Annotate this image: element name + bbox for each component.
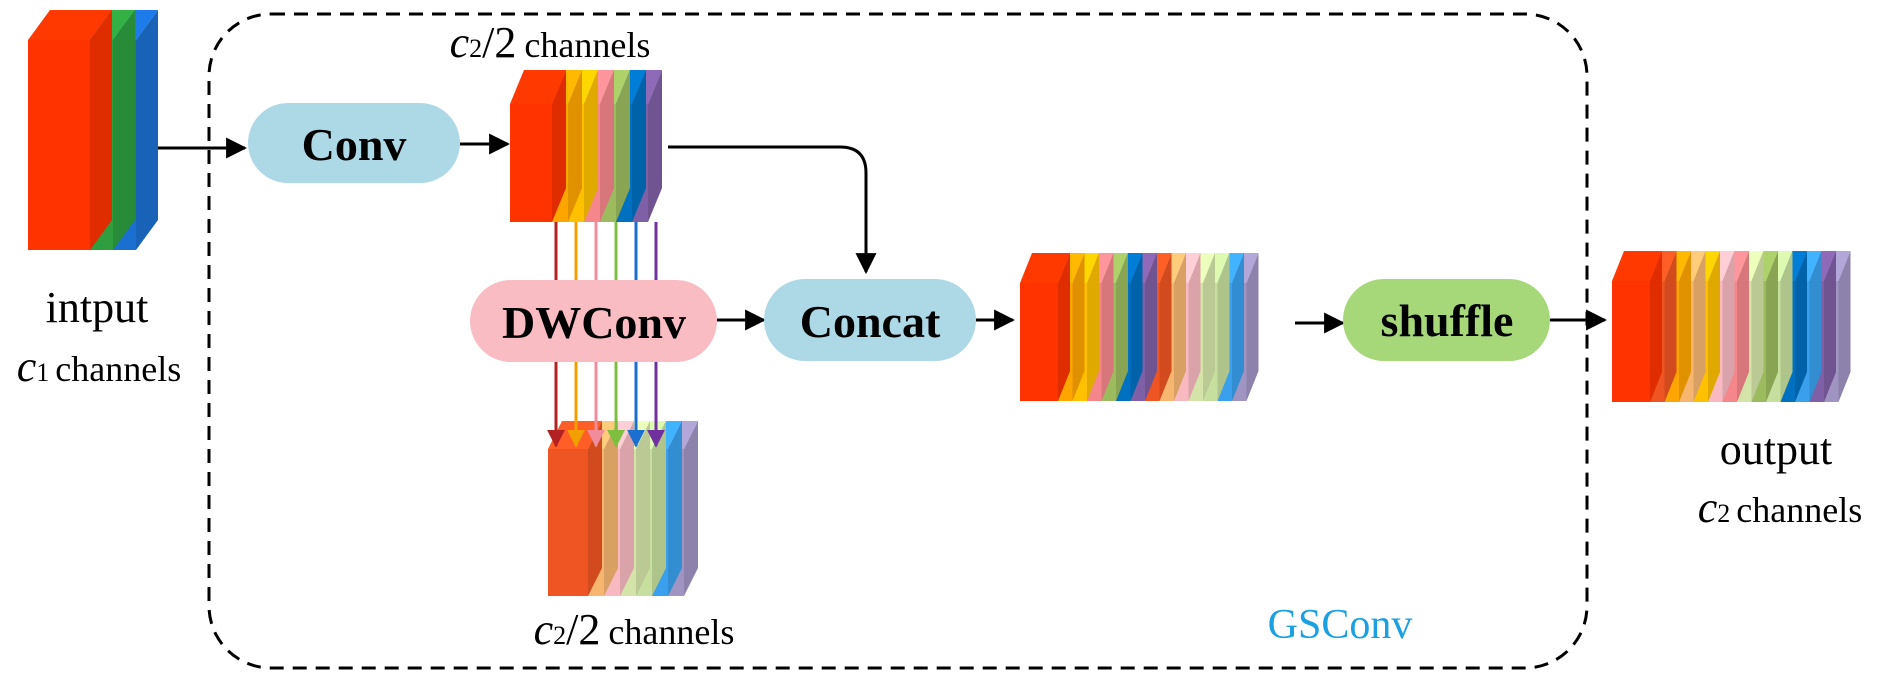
channel-slice-side (568, 70, 582, 222)
conv-output-subscript: 2 (469, 34, 482, 63)
channel-slice-side (1130, 253, 1143, 401)
channel-slice-side (1737, 251, 1749, 402)
channel-slice-front (548, 449, 588, 596)
channel-slice-side (1159, 253, 1172, 401)
channel-slice-side (620, 421, 634, 596)
channel-slice-top (510, 70, 566, 104)
channel-slice-side (1766, 251, 1778, 402)
channel-slice-side (1838, 251, 1851, 402)
channel-slice (548, 421, 602, 596)
channel-slice-top (28, 10, 112, 40)
channel-slice-side (600, 70, 614, 222)
channel-slice (1020, 253, 1070, 401)
output-channels-subscript: 2 (1717, 499, 1730, 528)
channel-slice-front (1612, 281, 1650, 402)
channel-slice-side (1203, 253, 1215, 401)
dwconv-label: DWConv (502, 297, 686, 348)
channel-slice-top (1020, 253, 1070, 283)
shuffle-node: shuffle (1343, 279, 1550, 361)
concat-node: Concat (764, 279, 976, 361)
channel-slice-front (510, 104, 552, 222)
input-title: intput (46, 283, 149, 332)
dwconv-node: DWConv (470, 280, 717, 362)
channel-slice (510, 70, 566, 222)
output-channels-suffix: channels (1736, 490, 1862, 530)
gsconv-module-label: GSConv (1268, 602, 1413, 648)
concat-output-feature-map (1020, 253, 1259, 401)
conv-label: Conv (302, 119, 407, 170)
dwconv-output-ratio: /2 (566, 605, 600, 654)
dwconv-output-symbol: c (534, 605, 554, 654)
channel-slice-side (648, 70, 662, 222)
concat-label: Concat (800, 296, 941, 347)
channel-slice-side (684, 421, 698, 596)
channel-slice-side (1087, 253, 1099, 401)
channel-slice-side (632, 70, 646, 222)
channel-slice-side (636, 421, 650, 596)
channel-slice-side (552, 70, 566, 222)
feature-to-concat-arrow (668, 145, 877, 275)
channel-slice (28, 10, 112, 250)
dwconv-output-suffix: channels (608, 612, 734, 652)
channel-slice-side (652, 421, 666, 596)
channel-slice-side (616, 70, 630, 222)
channel-slice-side (584, 70, 598, 222)
conv-output-feature-map (510, 70, 662, 222)
input-feature-map (28, 10, 158, 250)
channel-slice-side (1650, 251, 1662, 402)
channel-slice-side (604, 421, 618, 596)
channel-slice-side (1708, 251, 1720, 402)
conv-node: Conv (248, 103, 460, 183)
channel-slice-side (1751, 251, 1764, 402)
channel-slice-side (113, 10, 135, 250)
channel-slice-side (1795, 251, 1807, 402)
channel-slice-side (588, 421, 602, 596)
channel-slice-side (1174, 253, 1186, 401)
channel-slice-side (668, 421, 682, 596)
channel-slice-side (1246, 253, 1259, 401)
input-channels-symbol: c (17, 342, 37, 391)
conv-output-suffix: channels (524, 25, 650, 65)
channel-slice-side (1809, 251, 1822, 402)
channel-slice-side (1116, 253, 1128, 401)
channel-slice (1612, 251, 1662, 402)
channel-slice-side (1780, 251, 1793, 402)
channel-slice-side (1232, 253, 1244, 401)
output-channels-symbol: c (1698, 483, 1718, 532)
channel-slice-side (1217, 253, 1230, 401)
channel-slice-side (136, 10, 158, 250)
channel-slice-side (1693, 251, 1706, 402)
channel-slice-side (1072, 253, 1085, 401)
input-channels-subscript: 1 (36, 358, 49, 387)
output-feature-map (1612, 251, 1851, 402)
channel-slice-side (1188, 253, 1201, 401)
channel-slice-side (1679, 251, 1691, 402)
channel-slice-front (28, 40, 90, 250)
gsconv-module-boundary (207, 12, 1589, 670)
channel-slice-side (1058, 253, 1070, 401)
conv-output-ratio: /2 (482, 18, 516, 67)
conv-output-symbol: c (450, 18, 470, 67)
channel-slice-top (1612, 251, 1662, 281)
channel-slice-front (1020, 283, 1058, 401)
channel-slice-side (1145, 253, 1157, 401)
input-channels-suffix: channels (55, 349, 181, 389)
channel-slice-side (1824, 251, 1836, 402)
channel-slice-side (1722, 251, 1735, 402)
shuffle-label: shuffle (1381, 295, 1514, 346)
dwconv-output-subscript: 2 (553, 621, 566, 650)
output-title: output (1720, 425, 1832, 474)
channel-slice-side (1101, 253, 1114, 401)
channel-slice-side (1664, 251, 1677, 402)
channel-slice-side (90, 10, 112, 250)
dwconv-output-feature-map (548, 421, 698, 596)
